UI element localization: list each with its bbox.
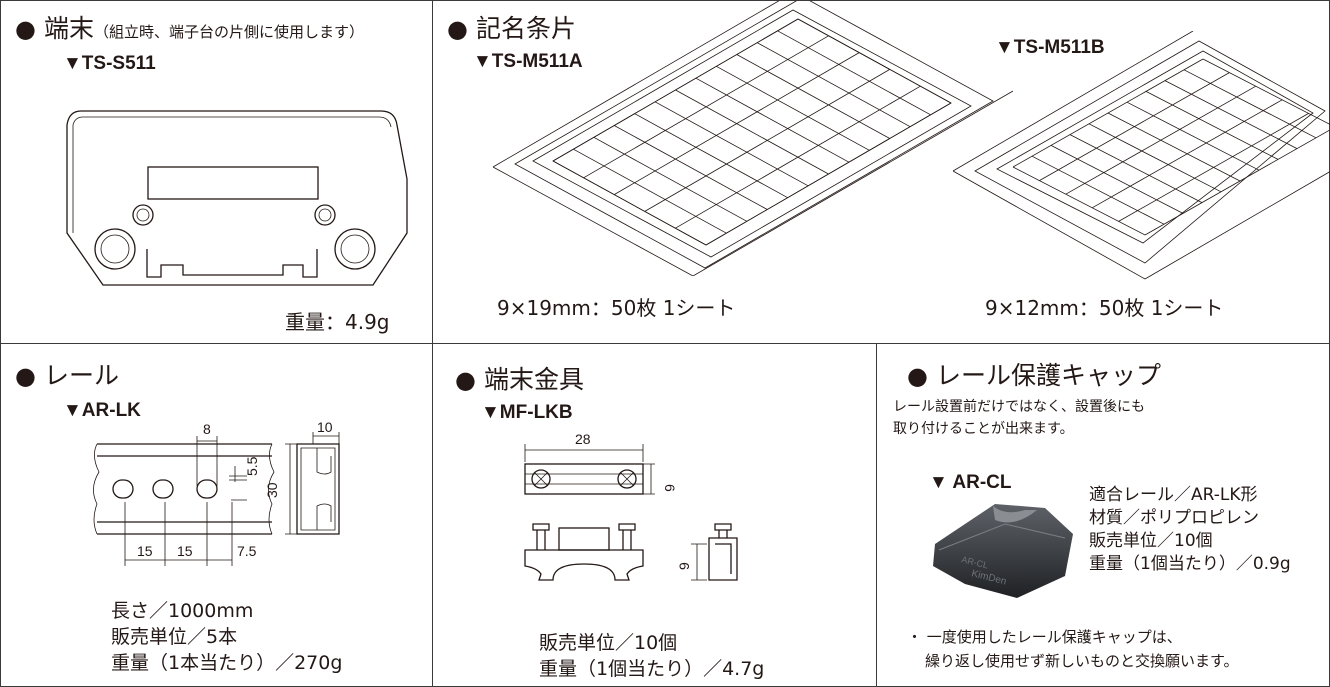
dim-6: 6 bbox=[662, 484, 678, 492]
cap-spec-rail: 適合レール／AR-LK形 bbox=[1089, 485, 1258, 505]
dim-30: 30 bbox=[264, 482, 280, 498]
dim-15a: 15 bbox=[137, 543, 153, 559]
end-block-weight: 重量：4.9g bbox=[285, 310, 390, 334]
rail-spec-weight: 重量（1本当たり）／270g bbox=[111, 652, 343, 674]
marker-grid bbox=[1012, 58, 1330, 236]
end-block-cell: ●端末（組立時、端子台の片側に使用します） ▼TS-S511 重量：4.9g bbox=[0, 0, 433, 344]
dim-9: 9 bbox=[676, 562, 692, 570]
end-bracket-heading: ●端末金具 bbox=[455, 365, 584, 394]
dim-10: 10 bbox=[317, 419, 333, 435]
dim-28: 28 bbox=[575, 431, 591, 447]
end-bracket-spec-weight: 重量（1個当たり）／4.7g bbox=[539, 658, 765, 680]
rail-spec-length: 長さ／1000mm bbox=[111, 600, 254, 622]
marker-strip-b-drawing bbox=[953, 31, 1330, 280]
cap-photo: AR-CL KimDen bbox=[933, 504, 1073, 598]
bullet-icon: ● bbox=[447, 15, 468, 43]
marker-strip-cell: ●記名条片 ▼TS-M511A ▼TS-M511B 9×19mm：50枚 1シー… bbox=[432, 0, 1330, 344]
marker-strip-a-spec: 9×19mm：50枚 1シート bbox=[497, 296, 736, 320]
bullet-icon: ● bbox=[455, 366, 476, 394]
bullet-icon: ● bbox=[15, 15, 36, 43]
dim-7-5: 7.5 bbox=[237, 543, 257, 559]
end-bracket-model: ▼MF-LKB bbox=[481, 402, 573, 423]
end-bracket-cell: ●端末金具 ▼MF-LKB 28 6 9 販売単位／10個 重量（1個当たり）／… bbox=[432, 343, 877, 687]
cap-model: ▼ AR-CL bbox=[929, 472, 1012, 493]
cap-desc-1: レール設置前だけではなく、設置後にも bbox=[893, 399, 1145, 415]
end-block-model: ▼TS-S511 bbox=[63, 53, 156, 74]
cap-cell: ●レール保護キャップ レール設置前だけではなく、設置後にも 取り付けることが出来… bbox=[876, 343, 1330, 687]
rail-cell: ●レール ▼AR-LK 8 5.5 30 15 15 7.5 10 長さ／100… bbox=[0, 343, 433, 687]
cap-spec-material: 材質／ポリプロピレン bbox=[1089, 508, 1259, 528]
marker-grid bbox=[552, 18, 952, 246]
rail-model: ▼AR-LK bbox=[63, 400, 141, 421]
end-bracket-drawing: 28 6 9 bbox=[524, 431, 738, 581]
rail-heading: ●レール bbox=[15, 361, 119, 390]
end-bracket-spec-unit: 販売単位／10個 bbox=[539, 632, 678, 654]
cap-specs: 適合レール／AR-LK形 材質／ポリプロピレン 販売単位／10個 重量（1個当た… bbox=[1089, 484, 1291, 576]
end-block-heading: ●端末（組立時、端子台の片側に使用します） bbox=[15, 14, 364, 43]
marker-strip-model-b: ▼TS-M511B bbox=[995, 37, 1105, 58]
cap-note-2: 繰り返し使用せず新しいものと交換願います。 bbox=[925, 652, 1239, 670]
bullet-icon: ● bbox=[907, 362, 928, 390]
dim-5-5: 5.5 bbox=[244, 456, 260, 476]
dim-8: 8 bbox=[203, 421, 211, 437]
marker-strip-b-spec: 9×12mm：50枚 1シート bbox=[985, 296, 1224, 320]
marker-strip-a-drawing bbox=[493, 1, 1013, 276]
rail-spec-unit: 販売単位／5本 bbox=[111, 626, 238, 648]
cap-heading: ●レール保護キャップ bbox=[907, 361, 1161, 390]
cap-desc-2: 取り付けることが出来ます。 bbox=[893, 421, 1074, 437]
cap-note-1: ・ 一度使用したレール保護キャップは、 bbox=[907, 628, 1182, 646]
marker-strip-model-a: ▼TS-M511A bbox=[473, 51, 583, 72]
bullet-icon: ● bbox=[15, 362, 36, 390]
end-block-subtitle: （組立時、端子台の片側に使用します） bbox=[93, 23, 364, 41]
cap-spec-weight: 重量（1個当たり）／0.9g bbox=[1089, 554, 1291, 574]
marker-strip-heading: ●記名条片 bbox=[447, 14, 576, 43]
end-block-drawing bbox=[66, 110, 408, 286]
dim-15b: 15 bbox=[177, 543, 193, 559]
rail-drawing: 8 5.5 30 15 15 7.5 10 bbox=[93, 419, 340, 566]
cap-spec-unit: 販売単位／10個 bbox=[1089, 531, 1213, 551]
